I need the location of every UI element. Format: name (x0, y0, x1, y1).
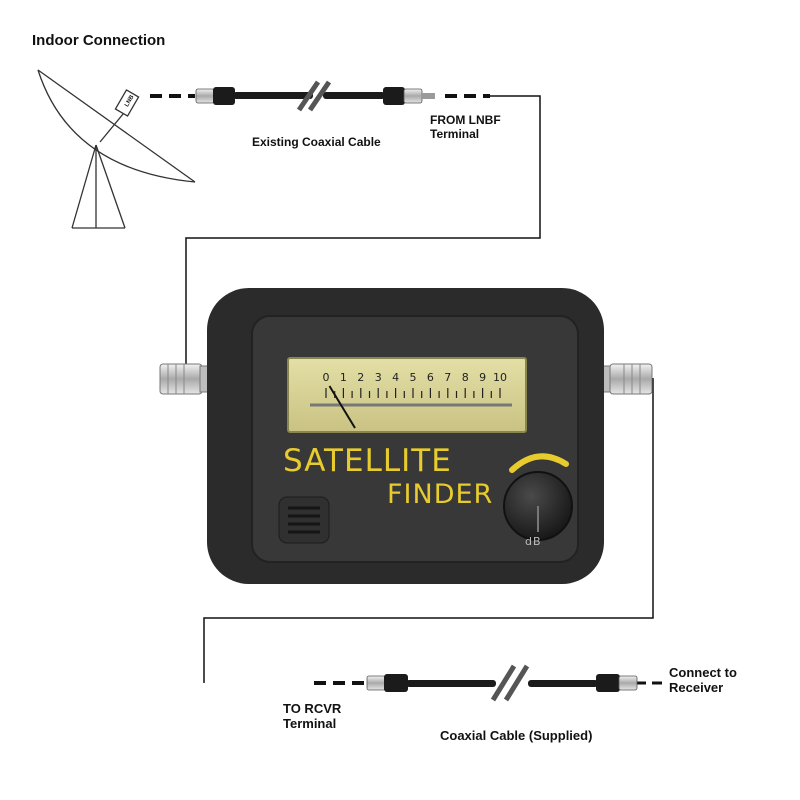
meter-scale-label: 9 (479, 371, 486, 384)
meter-scale-label: 1 (340, 371, 347, 384)
meter-scale-label: 10 (493, 371, 507, 384)
device-brand-line2: FINDER (387, 479, 494, 510)
connect-to-receiver-label: Connect to Receiver (669, 665, 737, 695)
meter-scale-label: 8 (462, 371, 469, 384)
meter-needle (328, 385, 356, 429)
satellite-finder-device (207, 288, 604, 584)
meter-scale-label: 7 (444, 371, 451, 384)
wire-to-input (185, 95, 541, 364)
input-connector (159, 363, 215, 395)
meter-scale-label: 6 (427, 371, 434, 384)
from-lnbf-label: FROM LNBF Terminal (430, 113, 501, 141)
knob-unit-label: dB (525, 535, 542, 548)
existing-cable-label: Existing Coaxial Cable (252, 135, 381, 149)
meter-scale-label: 0 (323, 371, 330, 384)
existing-cable-graphic (195, 80, 435, 112)
output-connector (597, 363, 653, 395)
meter-scale-label: 5 (410, 371, 417, 384)
gain-arc-indicator (509, 453, 569, 473)
to-rcvr-label: TO RCVR Terminal (283, 701, 342, 731)
meter-ticks (325, 388, 501, 398)
speaker-grille-icon (278, 496, 330, 544)
meter-scale-label: 4 (392, 371, 399, 384)
meter-scale-label: 2 (357, 371, 364, 384)
diagram-title: Indoor Connection (32, 32, 166, 49)
meter-scale-label: 3 (375, 371, 382, 384)
wire-to-output (203, 378, 654, 683)
supplied-cable-label: Coaxial Cable (Supplied) (440, 728, 593, 743)
wiring-lines (150, 94, 664, 685)
supplied-cable-graphic (366, 664, 638, 702)
meter-window (287, 357, 527, 433)
device-brand-line1: SATELLITE (283, 443, 452, 479)
satellite-dish-icon (37, 69, 196, 229)
